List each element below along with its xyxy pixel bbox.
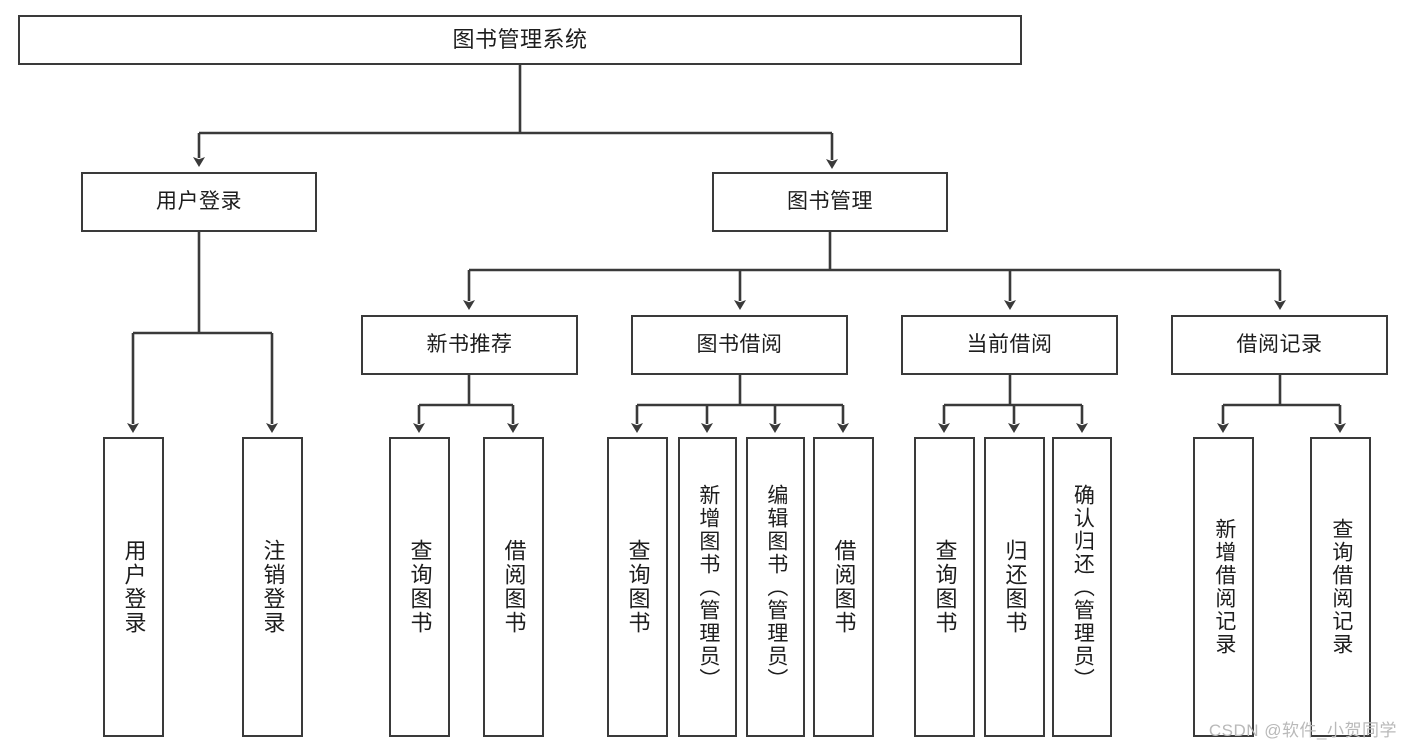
leaf-new-book-query-book[interactable]: 查询图书 — [389, 437, 450, 737]
node-label: 新增图书（管理员） — [696, 483, 720, 691]
node-label: 查询借阅记录 — [1329, 518, 1353, 656]
leaf-book-borrow-add-book-admin[interactable]: 新增图书（管理员） — [678, 437, 737, 737]
node-label: 用户登录 — [121, 539, 147, 635]
node-label: 当前借阅 — [966, 332, 1053, 356]
csdn-watermark: CSDN @软件_小贺同学 — [1208, 721, 1397, 740]
node-new-book-recommend[interactable]: 新书推荐 — [361, 315, 578, 375]
node-label: 图书管理 — [787, 189, 873, 213]
node-label: 新书推荐 — [426, 332, 513, 356]
leaf-current-borrow-confirm-return-admin[interactable]: 确认归还（管理员） — [1052, 437, 1112, 737]
leaf-book-borrow-borrow-book[interactable]: 借阅图书 — [813, 437, 874, 737]
leaf-book-borrow-query-book[interactable]: 查询图书 — [607, 437, 668, 737]
node-label: 用户登录 — [156, 189, 242, 213]
node-label: 归还图书 — [1002, 539, 1028, 635]
node-label: 图书管理系统 — [452, 27, 588, 53]
node-label: 新增借阅记录 — [1212, 518, 1236, 656]
node-label: 借阅图书 — [501, 539, 527, 635]
leaf-current-borrow-return-book[interactable]: 归还图书 — [984, 437, 1045, 737]
leaf-user-login-login[interactable]: 用户登录 — [103, 437, 164, 737]
node-label: 确认归还（管理员） — [1071, 483, 1095, 691]
node-root-library-system[interactable]: 图书管理系统 — [18, 15, 1022, 65]
node-label: 查询图书 — [625, 539, 651, 635]
leaf-borrow-record-query-record[interactable]: 查询借阅记录 — [1310, 437, 1371, 737]
node-current-borrow[interactable]: 当前借阅 — [901, 315, 1118, 375]
leaf-borrow-record-add-record[interactable]: 新增借阅记录 — [1193, 437, 1254, 737]
node-label: 借阅图书 — [831, 539, 857, 635]
node-label: 查询图书 — [932, 539, 958, 635]
node-label: 查询图书 — [407, 539, 433, 635]
node-book-management[interactable]: 图书管理 — [712, 172, 948, 232]
leaf-current-borrow-query-book[interactable]: 查询图书 — [914, 437, 975, 737]
node-book-borrow[interactable]: 图书借阅 — [631, 315, 848, 375]
node-label: 注销登录 — [260, 539, 286, 635]
node-borrow-record[interactable]: 借阅记录 — [1171, 315, 1388, 375]
leaf-book-borrow-edit-book-admin[interactable]: 编辑图书（管理员） — [746, 437, 805, 737]
node-label: 编辑图书（管理员） — [764, 483, 788, 691]
node-user-login[interactable]: 用户登录 — [81, 172, 317, 232]
node-label: 借阅记录 — [1236, 332, 1323, 356]
leaf-new-book-borrow-book[interactable]: 借阅图书 — [483, 437, 544, 737]
leaf-user-login-logout[interactable]: 注销登录 — [242, 437, 303, 737]
node-label: 图书借阅 — [696, 332, 783, 356]
